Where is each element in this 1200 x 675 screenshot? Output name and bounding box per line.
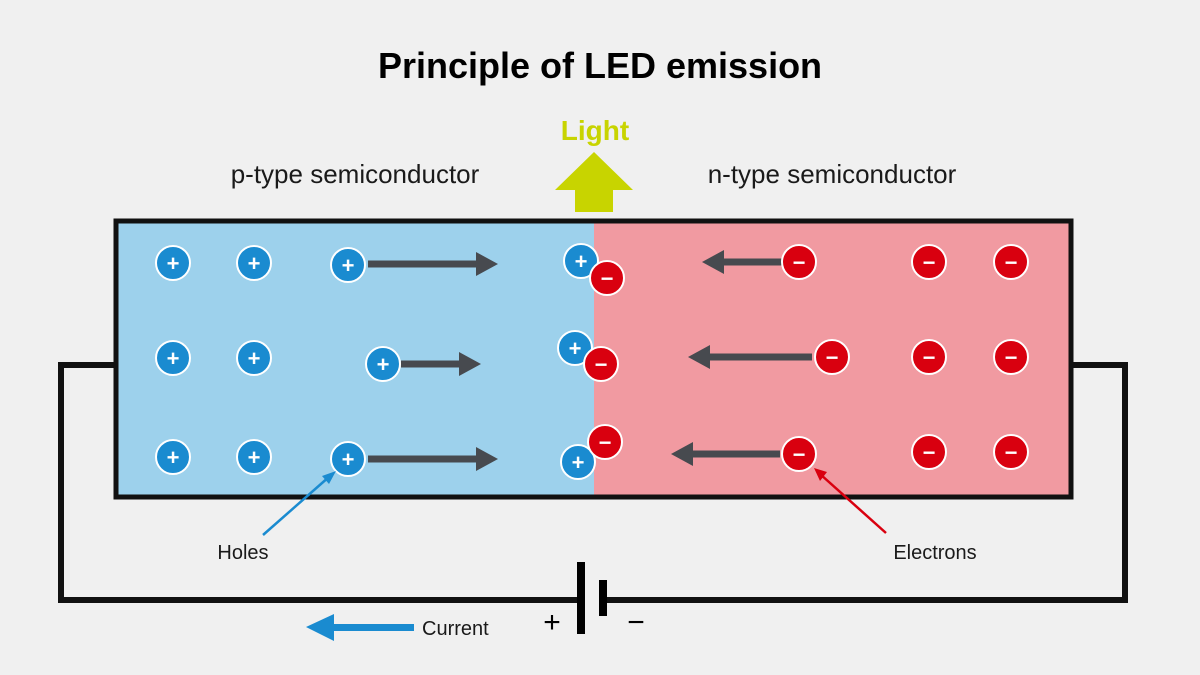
battery-negative-plate [599,580,607,616]
hole-motion-arrow-2 [368,447,498,471]
hole-charge: + [365,346,401,382]
battery-positive-plate [577,562,585,634]
electron-charge: − [814,339,850,375]
hole-sign: + [575,249,588,274]
hole-sign: + [248,346,261,371]
electron-motion-arrow-3 [702,250,783,274]
circuit-wire-right [605,362,1128,603]
electron-sign: − [601,266,614,291]
holes-pointer [262,471,336,536]
hole-sign: + [248,445,261,470]
hole-sign: + [342,253,355,278]
hole-sign: + [572,450,585,475]
electron-sign: − [793,442,806,467]
p-type-label: p-type semiconductor [231,159,480,189]
electron-sign: − [1005,440,1018,465]
electron-sign: − [1005,345,1018,370]
hole-sign: + [569,336,582,361]
electron-charge: − [993,244,1029,280]
electron-charge: − [583,346,619,382]
hole-motion-arrow-1 [401,352,481,376]
electron-charge: − [781,244,817,280]
light-arrow [555,152,633,212]
electrons-label: Electrons [893,542,976,564]
electron-charge: − [993,339,1029,375]
electron-charge: − [993,434,1029,470]
electron-sign: − [793,250,806,275]
electrons-pointer [814,468,887,534]
electron-charge: − [911,244,947,280]
holes-label: Holes [217,542,268,564]
electron-charge: − [781,436,817,472]
light-label: Light [561,115,629,146]
hole-sign: + [342,447,355,472]
diagram-title: Principle of LED emission [378,45,822,86]
hole-charge: + [155,439,191,475]
hole-charge: + [236,245,272,281]
hole-sign: + [167,445,180,470]
hole-sign: + [377,352,390,377]
battery-negative-sign: − [627,606,645,639]
motion-arrows [368,250,812,471]
hole-charge: + [557,330,593,366]
electron-motion-arrow-5 [671,442,780,466]
electron-sign: − [595,352,608,377]
electron-charge: − [911,434,947,470]
hole-sign: + [167,251,180,276]
n-type-label: n-type semiconductor [708,159,957,189]
electron-sign: − [1005,250,1018,275]
semiconductor-border [113,218,1074,500]
hole-motion-arrow-0 [368,252,498,276]
hole-charge: + [155,245,191,281]
circuit-wire [58,362,580,603]
hole-sign: + [167,346,180,371]
electron-sign: − [599,430,612,455]
electron-charge: − [587,424,623,460]
hole-charge: + [330,441,366,477]
hole-charge: + [236,439,272,475]
hole-charge: + [560,444,596,480]
electron-sign: − [826,345,839,370]
electron-sign: − [923,345,936,370]
electron-sign: − [923,440,936,465]
electron-sign: − [923,250,936,275]
hole-charge: + [330,247,366,283]
hole-charge: + [236,340,272,376]
current-arrow [306,614,414,641]
current-label: Current [422,618,489,640]
electron-charge: − [589,260,625,296]
hole-charge: + [155,340,191,376]
hole-sign: + [248,251,261,276]
charges: ++++++++++++−−−−−−−−−−−− [155,243,1029,480]
battery-positive-sign: + [543,606,561,639]
electron-motion-arrow-4 [688,345,812,369]
electron-charge: − [911,339,947,375]
hole-charge: + [563,243,599,279]
